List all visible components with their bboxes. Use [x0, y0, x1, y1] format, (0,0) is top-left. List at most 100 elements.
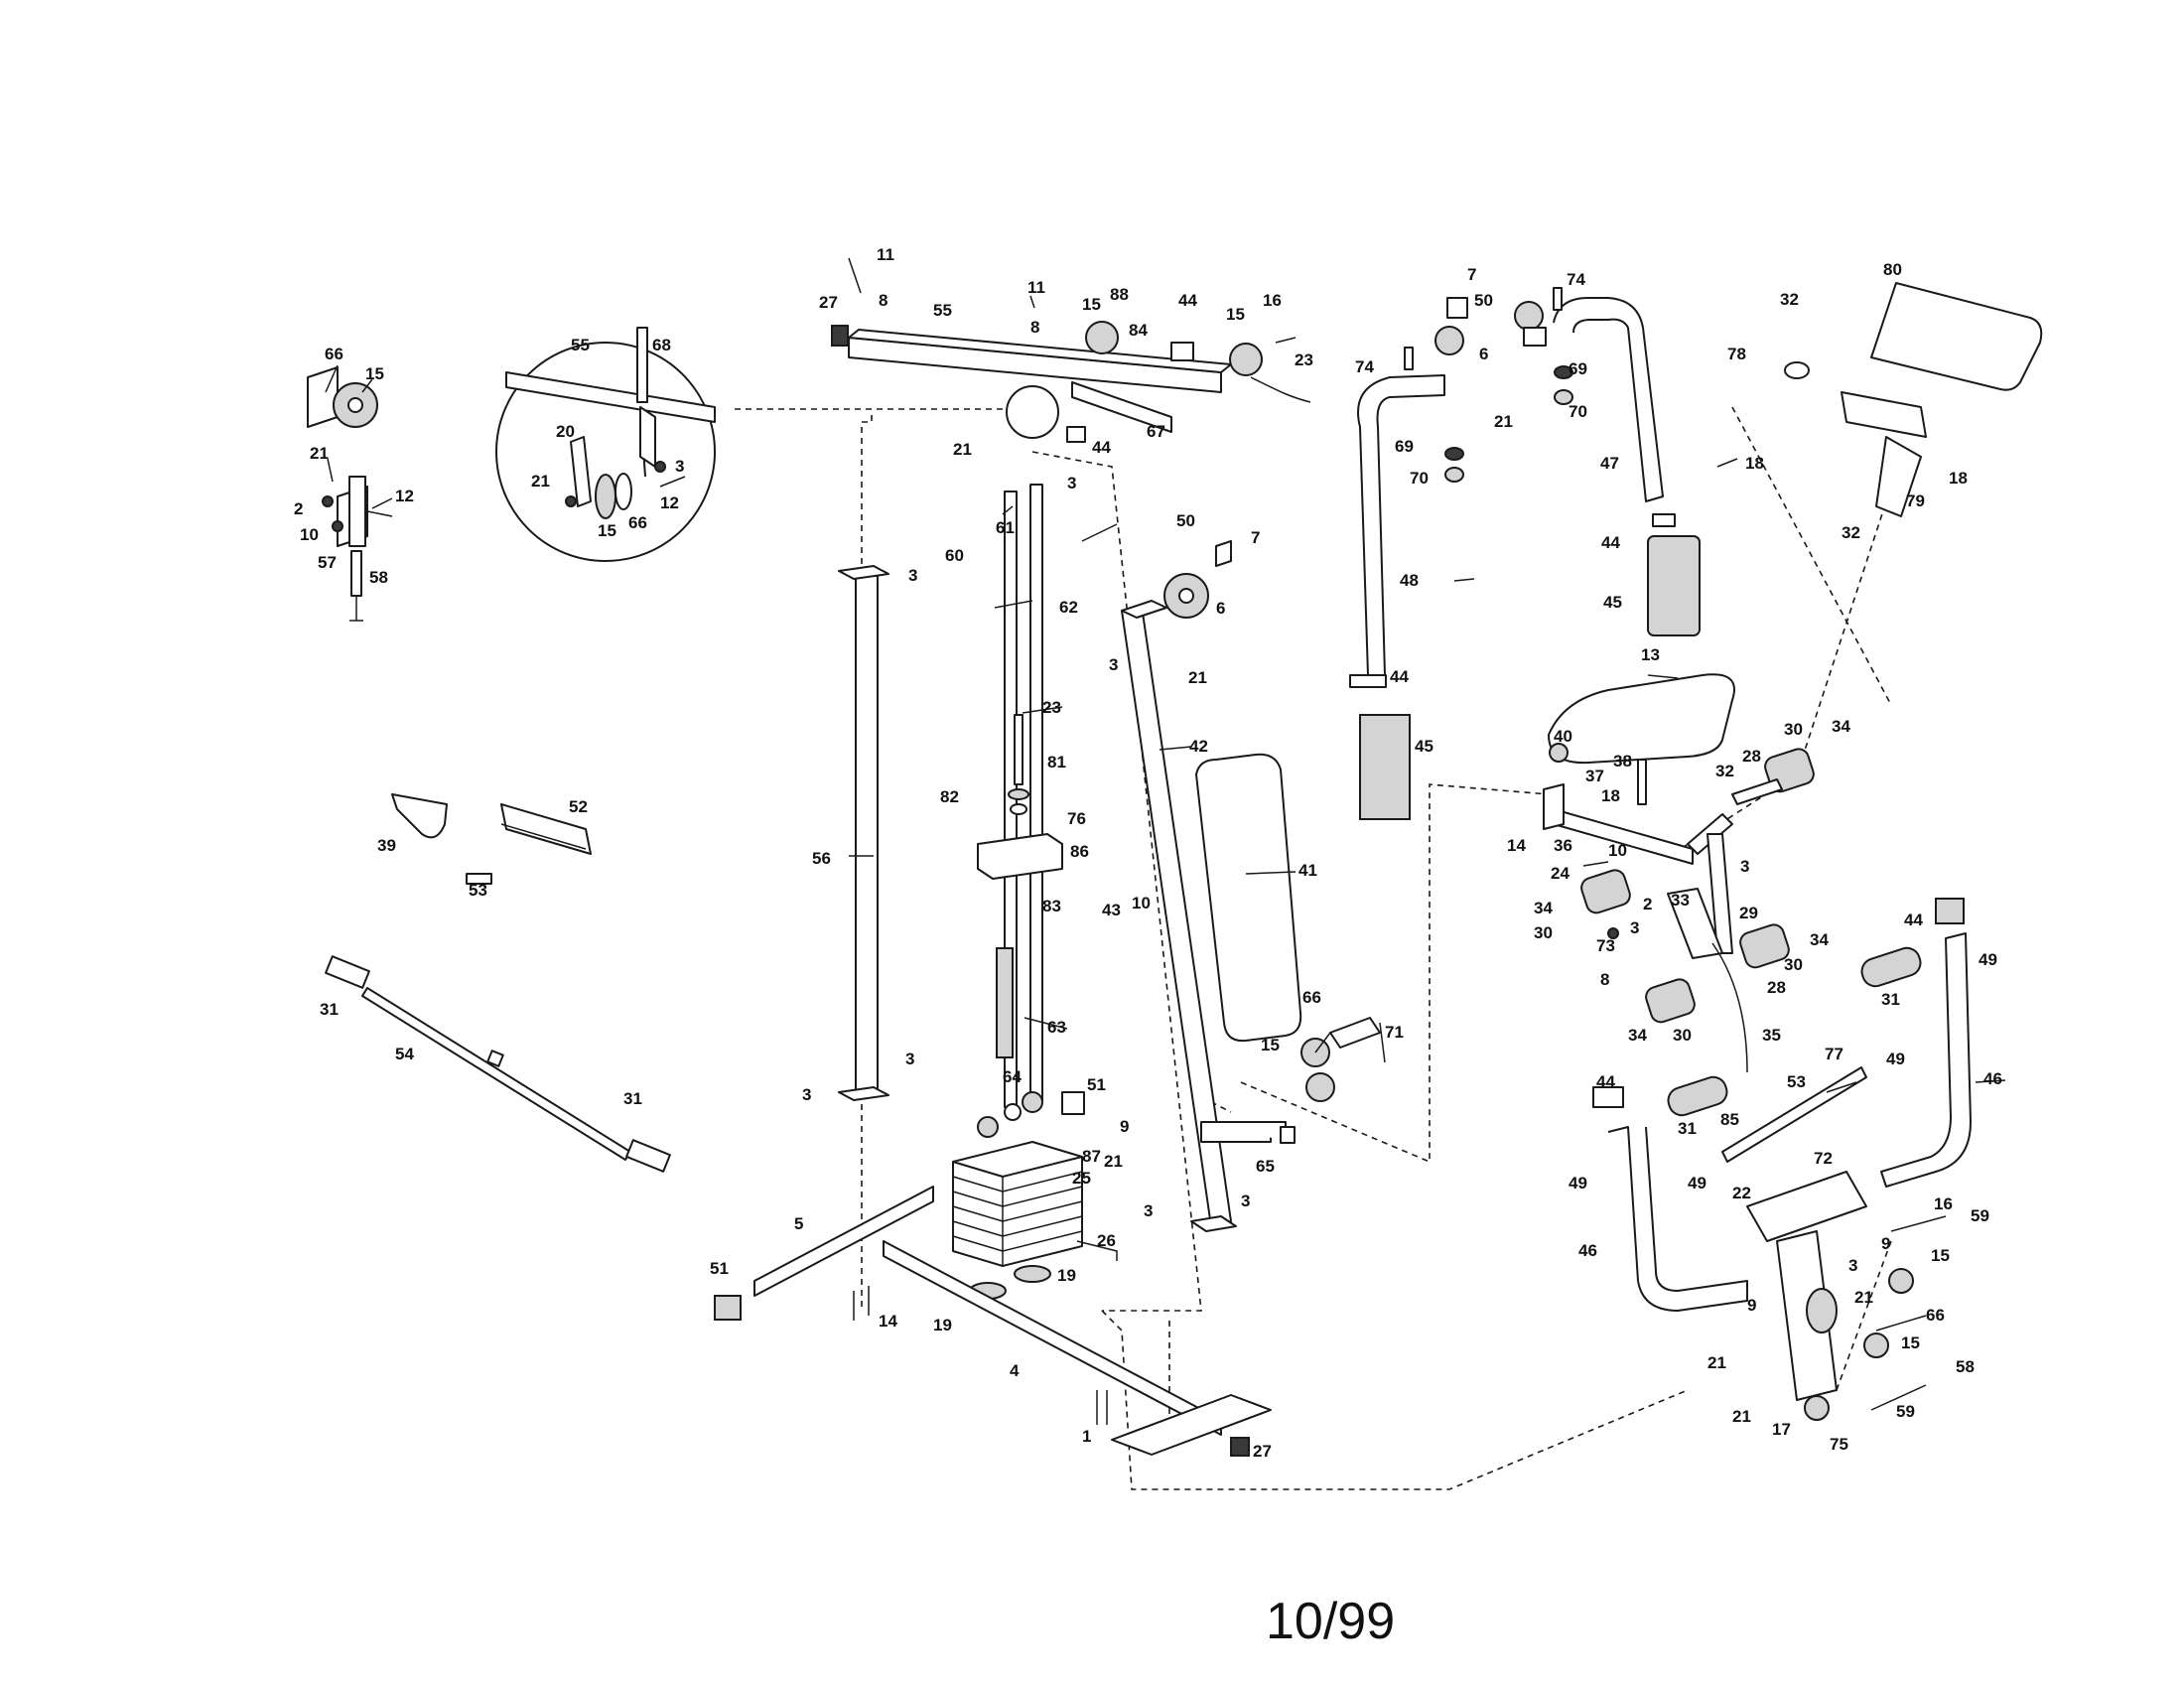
callout-56: 56 — [812, 849, 831, 868]
callout-3: 3 — [1241, 1192, 1250, 1210]
callout-11: 11 — [877, 245, 894, 264]
callout-45: 45 — [1603, 593, 1622, 612]
callout-21: 21 — [1707, 1353, 1726, 1372]
callout-35: 35 — [1762, 1026, 1781, 1045]
callout-77: 77 — [1825, 1045, 1843, 1063]
callout-50: 50 — [1176, 511, 1195, 530]
callout-23: 23 — [1042, 698, 1061, 717]
callout-10: 10 — [1608, 841, 1627, 860]
callout-17: 17 — [1772, 1420, 1791, 1439]
callout-25: 25 — [1072, 1169, 1091, 1188]
callout-74: 74 — [1355, 357, 1374, 376]
callout-15: 15 — [365, 364, 384, 383]
callout-66: 66 — [1302, 988, 1321, 1007]
callout-78: 78 — [1727, 345, 1746, 363]
callout-3: 3 — [1848, 1256, 1857, 1275]
callout-28: 28 — [1767, 978, 1786, 997]
callout-44: 44 — [1092, 438, 1111, 457]
callout-32: 32 — [1842, 523, 1860, 542]
callout-76: 76 — [1067, 809, 1086, 828]
callout-3: 3 — [802, 1085, 811, 1104]
callout-60: 60 — [945, 546, 964, 565]
callout-55: 55 — [571, 336, 590, 354]
callout-32: 32 — [1780, 290, 1799, 309]
callout-21: 21 — [310, 444, 329, 463]
page-code: 10/99 — [1266, 1593, 1395, 1650]
callout-49: 49 — [1688, 1174, 1706, 1193]
callout-8: 8 — [879, 291, 887, 310]
seat-assembly — [1543, 673, 1815, 1073]
callout-12: 12 — [395, 487, 414, 505]
callout-46: 46 — [1983, 1069, 2002, 1088]
guide-rods — [977, 484, 1063, 1108]
callout-11: 11 — [1027, 278, 1045, 297]
callout-74: 74 — [1567, 270, 1585, 289]
callout-41: 41 — [1298, 861, 1317, 880]
callout-51: 51 — [1087, 1075, 1106, 1094]
callout-38: 38 — [1613, 752, 1632, 771]
callout-26: 26 — [1097, 1231, 1116, 1250]
callout-69: 69 — [1395, 437, 1414, 456]
callout-3: 3 — [905, 1050, 914, 1068]
callout-81: 81 — [1047, 753, 1066, 772]
callout-21: 21 — [1188, 668, 1207, 687]
callout-44: 44 — [1601, 533, 1620, 552]
callout-39: 39 — [377, 836, 396, 855]
callout-3: 3 — [1109, 655, 1118, 674]
callout-21: 21 — [1494, 412, 1513, 431]
callout-53: 53 — [469, 881, 487, 900]
callout-19: 19 — [933, 1316, 952, 1334]
callout-58: 58 — [1956, 1357, 1975, 1376]
magnified-detail-view — [495, 327, 716, 562]
callout-31: 31 — [320, 1000, 339, 1019]
long-bar — [325, 955, 671, 1173]
callout-44: 44 — [1596, 1072, 1615, 1091]
callout-54: 54 — [395, 1045, 414, 1063]
callout-16: 16 — [1934, 1194, 1953, 1213]
callout-20: 20 — [556, 422, 575, 441]
callout-labels: 66 15 21 2 12 10 57 58 55 68 20 3 21 12 … — [294, 245, 2002, 1461]
callout-3: 3 — [1067, 474, 1076, 492]
callout-15: 15 — [1082, 295, 1101, 314]
callout-29: 29 — [1739, 904, 1758, 922]
callout-27: 27 — [1253, 1442, 1272, 1461]
callout-31: 31 — [623, 1089, 642, 1108]
callout-48: 48 — [1400, 571, 1419, 590]
callout-37: 37 — [1585, 767, 1604, 785]
callout-9: 9 — [1120, 1117, 1129, 1136]
callout-44: 44 — [1390, 667, 1409, 686]
callout-64: 64 — [1003, 1067, 1022, 1086]
lower-pulley-pair — [1300, 1017, 1386, 1102]
back-pad-post — [1121, 540, 1296, 1232]
callout-9: 9 — [1747, 1296, 1756, 1315]
pulley-bracket-assembly-left — [307, 366, 393, 622]
callout-3: 3 — [908, 566, 917, 585]
callout-33: 33 — [1671, 891, 1690, 910]
callout-61: 61 — [996, 518, 1015, 537]
callout-7: 7 — [1251, 528, 1260, 547]
callout-21: 21 — [1854, 1288, 1873, 1307]
callout-21: 21 — [1732, 1407, 1751, 1426]
callout-15: 15 — [598, 521, 616, 540]
callout-66: 66 — [1926, 1306, 1945, 1325]
callout-49: 49 — [1886, 1050, 1905, 1068]
callout-18: 18 — [1601, 786, 1620, 805]
callout-34: 34 — [1628, 1026, 1647, 1045]
callout-3: 3 — [1740, 857, 1749, 876]
left-upright-post — [838, 565, 889, 1101]
callout-3: 3 — [1630, 918, 1639, 937]
callout-4: 4 — [1010, 1361, 1020, 1380]
callout-57: 57 — [318, 553, 337, 572]
callout-30: 30 — [1784, 720, 1803, 739]
callout-15: 15 — [1931, 1246, 1950, 1265]
callout-55: 55 — [933, 301, 952, 320]
callout-28: 28 — [1742, 747, 1761, 766]
callout-8: 8 — [1030, 318, 1039, 337]
callout-30: 30 — [1784, 955, 1803, 974]
callout-15: 15 — [1901, 1333, 1920, 1352]
callout-58: 58 — [369, 568, 388, 587]
callout-40: 40 — [1554, 727, 1572, 746]
callout-5: 5 — [794, 1214, 803, 1233]
callout-44: 44 — [1904, 911, 1923, 929]
callout-leaders — [325, 257, 2006, 1093]
